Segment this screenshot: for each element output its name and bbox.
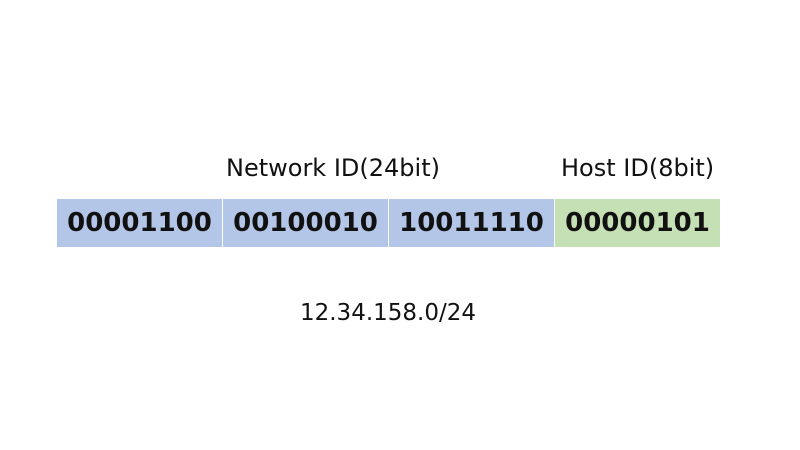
octet-1: 00001100 xyxy=(57,199,223,247)
network-id-label: Network ID(24bit) xyxy=(226,154,440,182)
octet-4: 00000101 xyxy=(555,199,720,247)
octet-2: 00100010 xyxy=(223,199,389,247)
ip-binary-octets: 00001100 00100010 10011110 00000101 xyxy=(57,199,720,247)
cidr-notation: 12.34.158.0/24 xyxy=(299,300,476,326)
host-id-label: Host ID(8bit) xyxy=(561,154,715,182)
octet-3: 10011110 xyxy=(389,199,555,247)
